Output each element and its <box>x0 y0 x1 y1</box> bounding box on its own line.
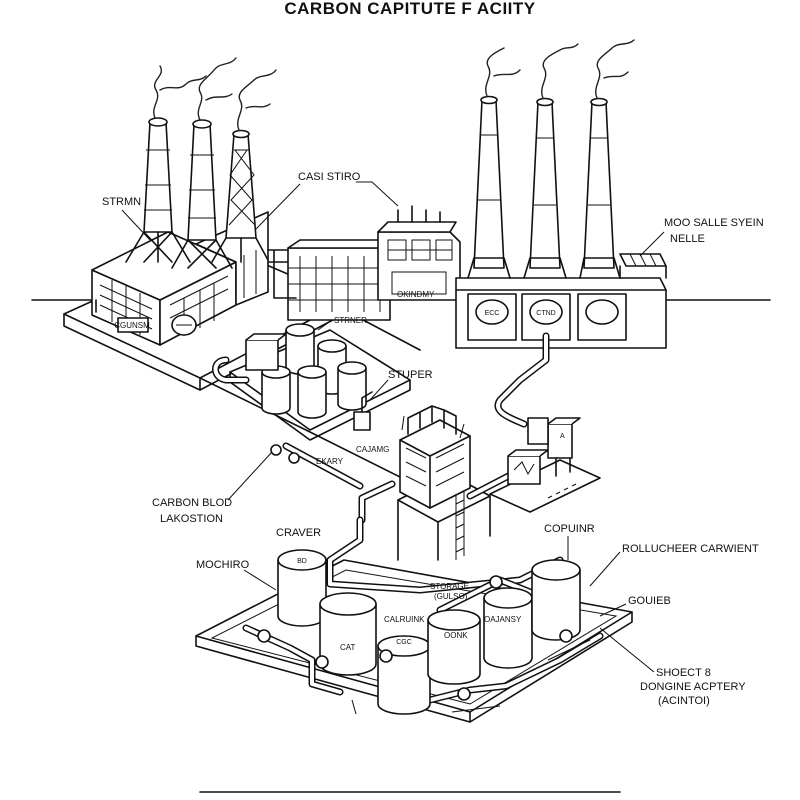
label-rollucheer: ROLLUCHEER CARWIENT <box>622 543 759 555</box>
label-lakostion: LAKOSTION <box>160 513 223 525</box>
smokestack-1 <box>125 65 207 263</box>
tank-3-label: CGC <box>396 639 412 646</box>
label-storage-line2: (GULSO) <box>434 592 468 601</box>
tank-cluster-tank-3 <box>337 361 367 411</box>
central-absorber-unit <box>358 405 491 561</box>
label-storage-line1: STORAGE <box>430 582 469 591</box>
label-shoect-line3: (ACINTOI) <box>658 695 710 707</box>
label-oajansy: OAJANSY <box>484 615 522 624</box>
storage-tank-1: BD <box>277 549 327 627</box>
unit-label-ctnd: CTND <box>536 310 555 317</box>
unit-label-ecc: ECC <box>485 310 500 317</box>
smokestack-2 <box>171 57 237 269</box>
right-smokestack-3 <box>579 39 635 279</box>
label-moo-salle-line2: NELLE <box>670 233 705 245</box>
label-ekary: EKARY <box>316 457 344 466</box>
turbine-unit-1: ECC <box>467 293 517 341</box>
pipe-valves <box>270 444 300 464</box>
right-smokestack-2 <box>523 43 579 279</box>
label-gouieb: GOUIEB <box>628 595 671 607</box>
storage-tank-5 <box>483 587 533 669</box>
stuper-unit: STUPER <box>353 369 433 431</box>
tank-1-label: BD <box>297 558 307 565</box>
label-stuper: STUPER <box>388 369 433 381</box>
tank-4-label: OONK <box>444 631 468 640</box>
right-smokestack-1 <box>467 47 521 279</box>
tank-cluster-tank-4 <box>297 365 327 419</box>
label-strner: STRNER <box>334 316 367 325</box>
leader-shoect <box>599 627 655 673</box>
label-shoect-line2: DONGINE ACPTERY <box>640 681 746 693</box>
smokestack-3 <box>211 69 277 263</box>
storage-platform: BD CAT CGC OONK <box>195 516 633 723</box>
label-copuinr: COPUINR <box>544 523 595 535</box>
label-moo-salle-line1: MOO SALLE SYEIN <box>664 217 764 229</box>
label-carbon-blod: CARBON BLOD <box>152 497 232 509</box>
casi-stiro-building: OKINDMY CASI STIRO <box>254 171 461 321</box>
leader-gouieb <box>599 603 627 617</box>
turbine-unit-3 <box>577 293 627 341</box>
label-okindmy: OKINDMY <box>397 290 435 299</box>
right-power-plant: ECC CTND <box>455 39 764 349</box>
storage-tank-3: CGC <box>377 635 431 715</box>
tank-cluster-tank-5 <box>261 365 291 415</box>
label-cajamg: CAJAMG <box>356 445 389 454</box>
left-power-plant: CGUNSM STR <box>63 57 349 391</box>
strner-tank-cluster: STRNER <box>212 316 411 441</box>
label-shoect-line1: SHOECT 8 <box>656 667 711 679</box>
label-craver: CRAVER <box>276 527 321 539</box>
label-calruink: CALRUINK <box>384 615 425 624</box>
storage-tank-4: OONK <box>427 609 481 685</box>
compressor-skid: A <box>489 417 601 513</box>
label-strmn: STRMN <box>102 196 141 208</box>
platform-edge-marks <box>351 639 591 715</box>
leader-carbon-blod <box>227 451 273 501</box>
tank-2-label: CAT <box>340 643 356 652</box>
diagram-title: CARBON CAPITUTE F ACIITY <box>284 0 535 18</box>
label-mochiro: MOCHIRO <box>196 559 250 571</box>
leader-rollucheer <box>589 551 621 587</box>
ground-lines <box>31 299 771 793</box>
leader-mochiro <box>243 569 277 591</box>
storage-tank-2: CAT <box>319 592 377 676</box>
turbine-unit-2: CTND <box>521 293 571 341</box>
plant-unit-label: CGUNSM <box>114 321 150 330</box>
unit-tag: A <box>560 433 565 440</box>
platform-valves <box>257 575 573 701</box>
storage-tank-6 <box>531 559 581 641</box>
label-casi-stiro: CASI STIRO <box>298 171 361 183</box>
